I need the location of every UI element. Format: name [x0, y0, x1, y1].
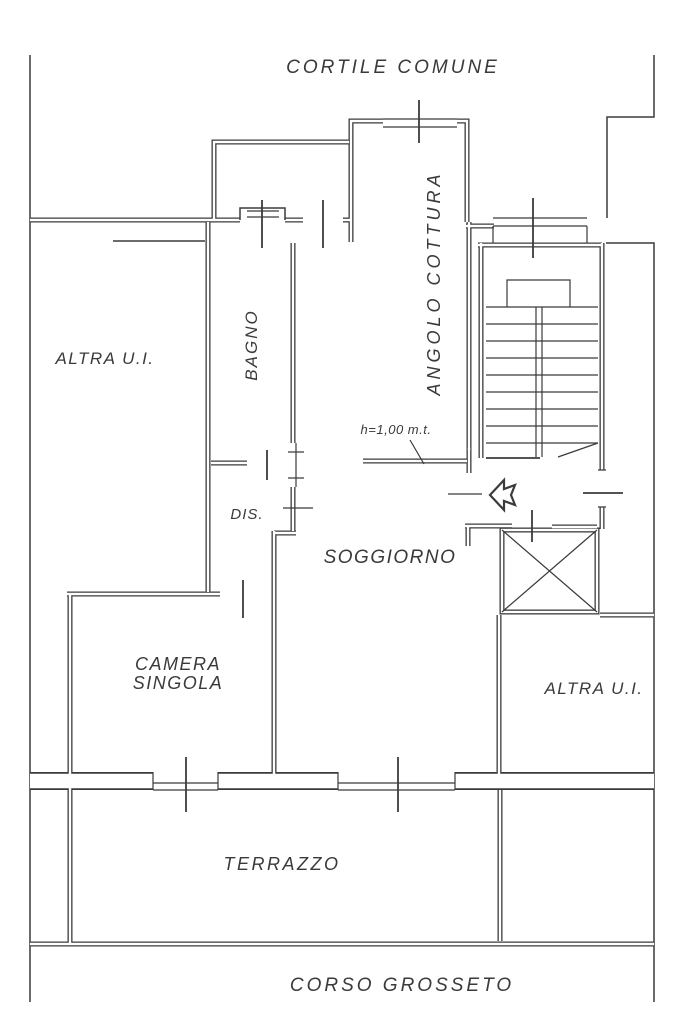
label-cortile-comune: CORTILE COMUNE [286, 57, 500, 78]
label-terrazzo: TERRAZZO [224, 854, 341, 874]
stair-break-line [557, 442, 599, 458]
parapet-leader-line [409, 439, 425, 465]
label-altra-ui-left: ALTRA U.I. [54, 349, 154, 368]
label-angolo-cottura: ANGOLO COTTURA [424, 170, 444, 396]
stair-upper-flight [506, 279, 571, 307]
kitchen-window-lines [383, 118, 457, 128]
windows [152, 100, 623, 812]
kitchen-bay-right-wall [457, 118, 470, 222]
right-recess-line [606, 242, 655, 1002]
label-soggiorno: SOGGIORNO [324, 547, 457, 568]
label-camera-singola-line2: SINGOLA [133, 673, 224, 693]
label-bagno: BAGNO [242, 309, 261, 380]
label-corso-grosseto: CORSO GROSSETO [290, 975, 514, 996]
label-parapet-height: h=1,00 m.t. [361, 422, 432, 437]
staircase [486, 279, 599, 459]
door-symbols [242, 439, 517, 618]
label-camera-singola-line1: CAMERA [135, 654, 221, 674]
soggiorno-window-lines [337, 772, 456, 791]
bagno-door-leaf [288, 443, 304, 487]
labels: CORTILE COMUNE ALTRA U.I. BAGNO ANGOLO C… [54, 57, 643, 996]
stair-center-stringer [535, 307, 543, 457]
right-boundary-top [606, 55, 655, 218]
elevator-cross-icon [501, 529, 598, 613]
label-altra-ui-right: ALTRA U.I. [543, 679, 643, 698]
label-dis: DIS. [230, 506, 263, 523]
stair-window-lines [492, 217, 588, 243]
wall-inner-faces [30, 119, 654, 946]
elevator [501, 510, 598, 613]
entrance-arrow-icon [488, 477, 517, 513]
kitchen-bay-left-wall [348, 118, 383, 242]
context-outline [29, 55, 655, 1002]
